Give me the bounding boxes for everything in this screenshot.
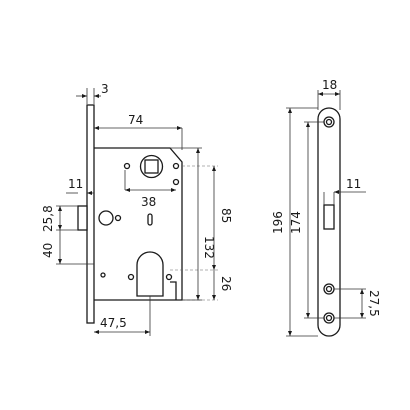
spindle-square (144, 159, 159, 174)
dim-faceplate-height: 196 (271, 211, 285, 234)
latch-bolt (77, 205, 88, 231)
dim-faceplate-thickness: 3 (101, 82, 109, 96)
lock-side-view (77, 104, 218, 324)
dim-backset-vertical: 40 (41, 243, 55, 258)
lock-case (94, 147, 183, 301)
dim-case-width: 74 (128, 113, 143, 127)
right-dimensions: 18 196 174 11 27,5 (271, 78, 381, 337)
spindle-ring (139, 154, 164, 179)
dim-spindle-gap: 38 (141, 195, 156, 209)
dim-latch-offset: 11 (68, 177, 83, 191)
dim-latch-hole-width: 11 (346, 177, 361, 191)
dim-spindle-to-cylinder: 85 (219, 208, 233, 223)
dim-case-height: 132 (202, 236, 216, 259)
left-dimensions: 3 74 11 38 25,8 40 47,5 (41, 82, 233, 336)
faceplate-outline (317, 107, 341, 337)
cylinder-cutout (136, 251, 164, 297)
latch-hub (98, 210, 114, 226)
dim-cylinder-lower: 26 (219, 276, 233, 291)
latch-opening (323, 204, 335, 230)
dim-latch-hole-span: 174 (289, 211, 303, 234)
dim-backset: 47,5 (100, 316, 127, 330)
faceplate-front-view (317, 107, 341, 337)
dim-faceplate-width: 18 (322, 78, 337, 92)
dim-screw-spacing: 27,5 (367, 290, 381, 317)
dim-latch-height: 25,8 (41, 205, 55, 232)
faceplate-strip (86, 104, 95, 324)
